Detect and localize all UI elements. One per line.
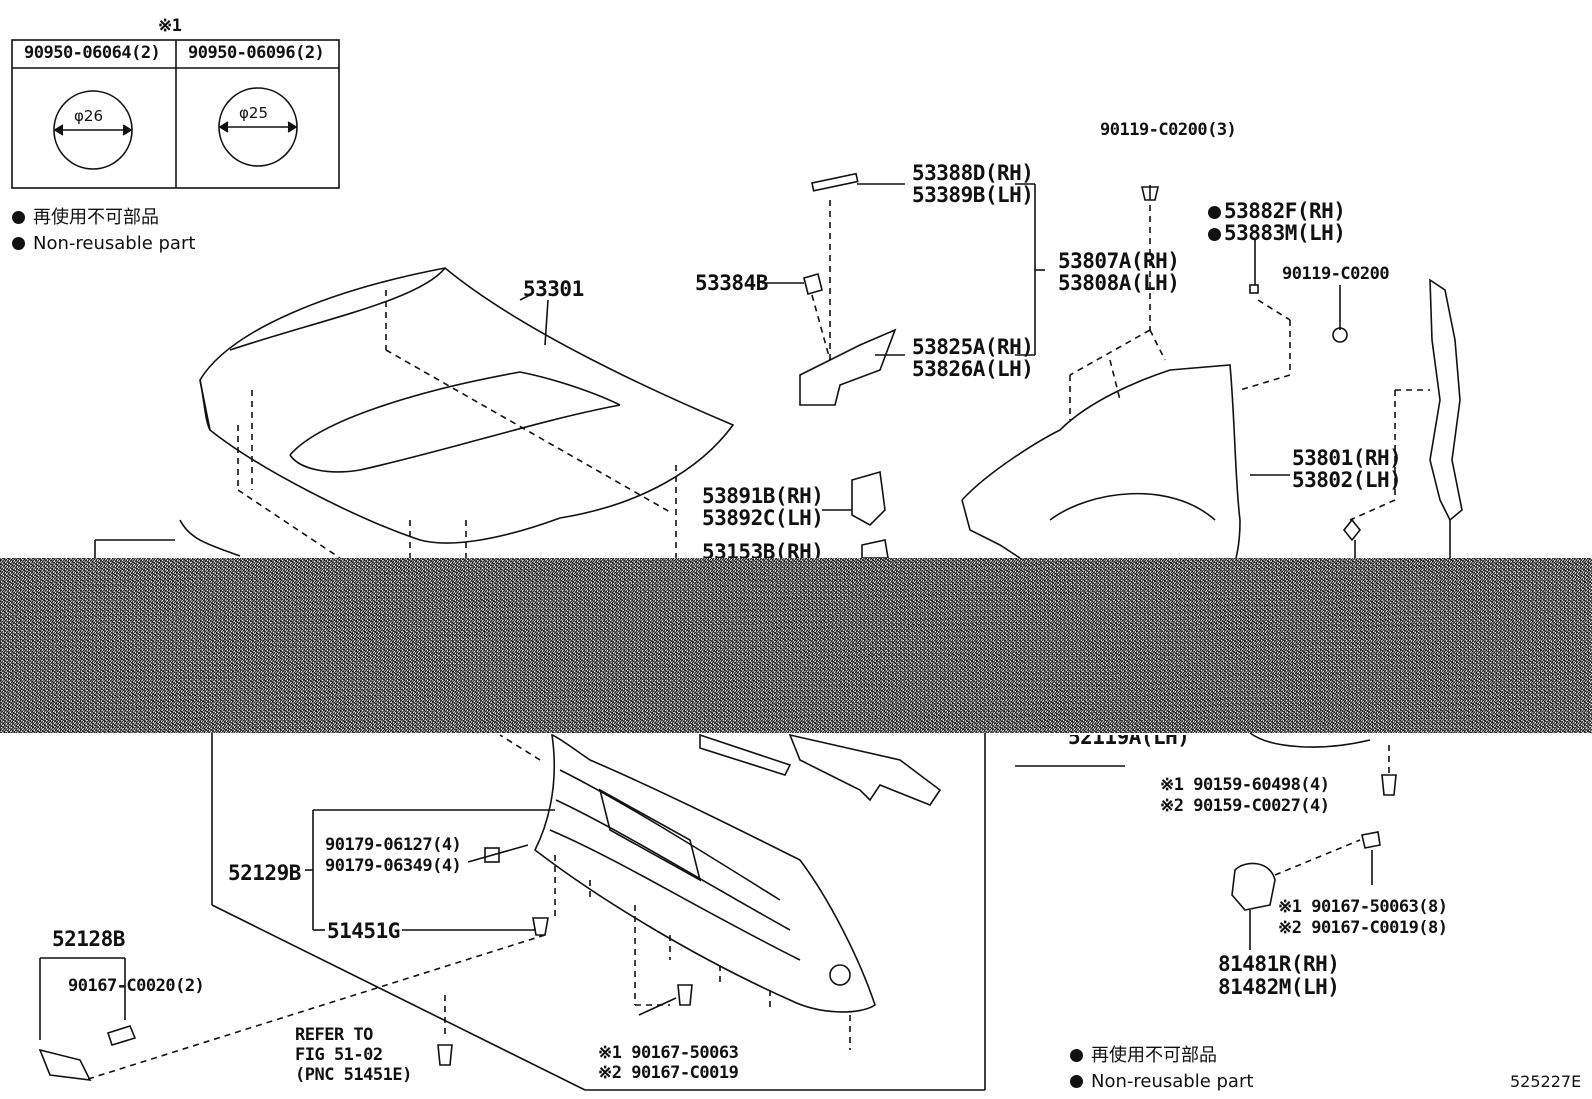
hood-53301 [199, 267, 735, 559]
label-90119-c0200-3: 90119-C0200(3) [1100, 120, 1237, 140]
label-53883m: 53883M(LH) [1208, 222, 1346, 246]
legend-note-en: Non-reusable part [12, 233, 195, 255]
legend-note-jp: 再使用不可部品 [12, 207, 159, 229]
side-support [1342, 278, 1463, 558]
scan-noise-band [0, 558, 1592, 733]
label-53301: 53301 [523, 277, 584, 301]
legend-note-en-bottom: Non-reusable part [1070, 1071, 1253, 1093]
legend-note-jp-bottom: 再使用不可部品 [1070, 1045, 1217, 1067]
label-53826a: 53826A(LH) [912, 357, 1034, 381]
table-part-a: 90950-06064(2) [24, 43, 161, 63]
label-81482m: 81482M(LH) [1218, 975, 1340, 999]
grille-52129b [84, 733, 876, 1081]
non-reusable-dot-icon [1208, 206, 1221, 219]
label-90159-60498: ※1 90159-60498(4) [1160, 775, 1330, 795]
label-53825a: 53825A(RH) [912, 335, 1034, 359]
label-81481r: 81481R(RH) [1218, 952, 1340, 976]
label-53892c: 53892C(LH) [702, 506, 824, 530]
label-90167-c0020: 90167-C0020(2) [68, 976, 205, 996]
label-90119-c0200: 90119-C0200 [1282, 264, 1390, 284]
label-90167-c0019-8: ※2 90167-C0019(8) [1278, 918, 1448, 938]
asterisk1-header: ※1 [158, 16, 182, 36]
non-reusable-dot-icon [12, 237, 25, 250]
bracket-53891b [851, 470, 886, 526]
non-reusable-dot-icon [1208, 228, 1221, 241]
label-53802: 53802(LH) [1292, 468, 1402, 492]
label-53882f: 53882F(RH) [1208, 200, 1346, 224]
label-51451g: 51451G [327, 919, 400, 943]
label-refer-to: REFER TO [295, 1025, 373, 1045]
label-53388d: 53388D(RH) [912, 161, 1034, 185]
label-53801: 53801(RH) [1292, 446, 1402, 470]
hinge-assembly [762, 172, 1045, 406]
label-53389b: 53389B(LH) [912, 183, 1034, 207]
diameter-b: φ25 [237, 102, 270, 124]
label-52119a-partial: 52119A(LH) [1068, 735, 1190, 749]
label-53384b: 53384B [695, 271, 768, 295]
label-refer-pnc: (PNC 51451E) [295, 1065, 412, 1085]
non-reusable-dot-icon [12, 211, 25, 224]
clip-size-table [11, 39, 340, 189]
scan-noise-band-overlay [0, 558, 1592, 733]
label-refer-fig: FIG 51-02 [295, 1045, 383, 1065]
table-part-b: 90950-06096(2) [188, 43, 325, 63]
label-90179-06349: 90179-06349(4) [325, 856, 462, 876]
non-reusable-dot-icon [1070, 1075, 1083, 1088]
label-90159-c0027: ※2 90159-C0027(4) [1160, 796, 1330, 816]
diameter-a: φ26 [72, 105, 105, 127]
seal-strip [179, 519, 241, 557]
label-52128b: 52128B [52, 927, 125, 951]
non-reusable-dot-icon [1070, 1049, 1083, 1062]
label-90167-c0019: ※2 90167-C0019 [598, 1063, 739, 1083]
label-53807a: 53807A(RH) [1058, 249, 1180, 273]
label-90167-50063: ※1 90167-50063 [598, 1043, 739, 1063]
fender-53801 [961, 185, 1348, 559]
label-90179-06127: 90179-06127(4) [325, 835, 462, 855]
label-53808a: 53808A(LH) [1058, 271, 1180, 295]
label-53153b-partial: 53153B(RH) [702, 541, 824, 558]
label-52129b: 52129B [228, 861, 301, 885]
label-90167-50063-8: ※1 90167-50063(8) [1278, 897, 1448, 917]
label-53891b: 53891B(RH) [702, 484, 824, 508]
diagram-id: 525227E [1510, 1072, 1582, 1091]
